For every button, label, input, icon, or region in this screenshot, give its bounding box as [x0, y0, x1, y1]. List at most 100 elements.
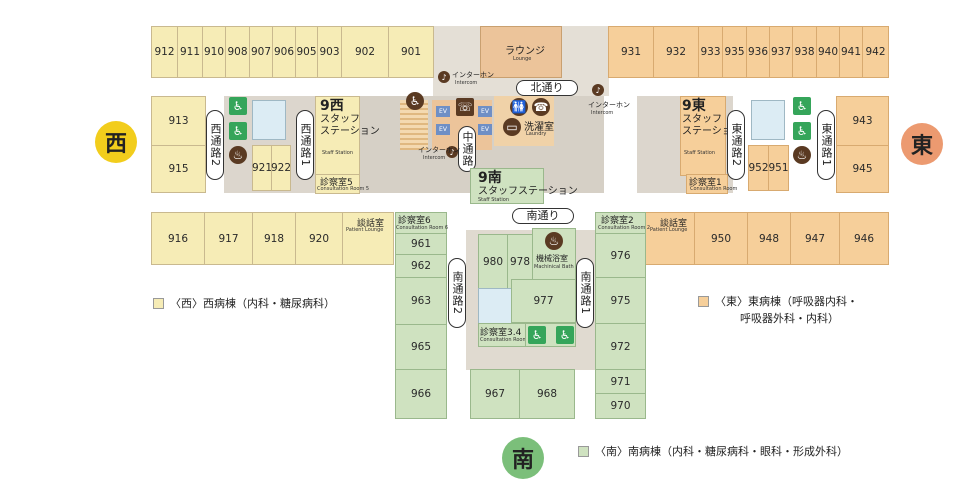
east-bath-icon: ♨: [793, 146, 811, 164]
center-corridor: 中通路: [458, 126, 476, 172]
room-912: 912: [151, 26, 178, 78]
lounge: [480, 26, 562, 78]
east-station-title: 9東: [682, 98, 706, 114]
room-968: 968: [519, 369, 575, 419]
consultation-room-2-label: 診察室2: [601, 216, 634, 226]
room-941: 941: [839, 26, 863, 78]
east-talk-room-sub: Patient Lounge: [650, 227, 688, 233]
room-932: 932: [653, 26, 699, 78]
room-975: 975: [595, 277, 646, 324]
room-921: 921: [252, 145, 272, 191]
consultation-room-5-label: 診察室5: [320, 178, 353, 188]
west-talk-room: [342, 212, 394, 265]
legend-east-line2: 呼吸器外科・内科）: [740, 312, 839, 325]
room-937: 937: [769, 26, 793, 78]
south-corridor-2: 南通路2: [448, 258, 466, 328]
legend-south: 〈南〉南病棟（内科・糖尿病科・眼科・形成外科）: [595, 445, 848, 458]
west-station-label: 9西 スタッフ ステーション: [320, 98, 380, 138]
east-corridor-1: 東通路1: [817, 110, 835, 180]
room-977: 977: [511, 279, 576, 323]
room-933: 933: [698, 26, 723, 78]
room-920: 920: [295, 212, 343, 265]
room-976: 976: [595, 233, 646, 278]
ev-1: EV: [436, 106, 450, 117]
ev-3: EV: [478, 106, 492, 117]
room-980: 980: [478, 234, 508, 289]
room-908: 908: [225, 26, 250, 78]
legend-south-swatch: [578, 446, 589, 457]
room-922: 922: [271, 145, 291, 191]
east-corridor-2: 東通路2: [727, 110, 745, 180]
room-911: 911: [177, 26, 203, 78]
restroom-icon: 🚻: [510, 98, 528, 116]
accessible-icon: ♿: [406, 92, 424, 110]
room-972: 972: [595, 323, 646, 370]
south-corridor: 南通り: [512, 208, 574, 224]
room-907: 907: [249, 26, 273, 78]
room-917: 917: [204, 212, 253, 265]
room-902: 902: [341, 26, 389, 78]
west-corridor-2: 西通路2: [206, 110, 224, 180]
west-accessible-toilet-icon: ♿: [229, 97, 247, 115]
south-utility-room: [478, 288, 512, 324]
consultation-room-1: [686, 174, 728, 194]
room-910: 910: [202, 26, 226, 78]
ev-4: EV: [478, 124, 492, 135]
room-970: 970: [595, 393, 646, 419]
room-938: 938: [792, 26, 817, 78]
public-phone-icon: ☏: [456, 98, 474, 116]
west-station-sub: Staff Station: [322, 150, 354, 156]
room-963: 963: [395, 277, 447, 325]
room-967: 967: [470, 369, 520, 419]
west-bath-icon: ♨: [229, 146, 247, 164]
phone-icon: ☎: [532, 98, 550, 116]
south-staff-station: [470, 168, 544, 204]
consultation-room-1-label: 診察室1: [689, 178, 722, 188]
east-direction-marker: 東: [901, 123, 943, 165]
legend-west-swatch: [153, 298, 164, 309]
room-950: 950: [694, 212, 748, 265]
room-966: 966: [395, 369, 447, 419]
south-direction-marker: 南: [502, 437, 544, 479]
machine-bath-label: 機械浴室: [536, 254, 568, 263]
room-947: 947: [790, 212, 840, 265]
west-talk-room-label: 談話室: [357, 219, 385, 229]
west-utility-room: [252, 100, 286, 140]
room-952: 952: [748, 145, 769, 191]
south-station-title: 9南: [478, 170, 502, 186]
room-915: 915: [151, 145, 206, 193]
east-station-sub: Staff Station: [684, 150, 716, 156]
consultation-room-5: [315, 174, 360, 194]
consultation-room-3-4-label: 診察室3.4: [480, 328, 522, 338]
consultation-room-5-sub: Consultation Room 5: [317, 186, 370, 192]
west-talk-room-sub: Patient Lounge: [346, 227, 384, 233]
ev-2: EV: [436, 124, 450, 135]
room-913: 913: [151, 96, 206, 146]
room-906: 906: [272, 26, 296, 78]
room-936: 936: [746, 26, 770, 78]
room-945: 945: [836, 145, 889, 193]
consultation-room-3-4-sub: Consultation Room 3.4: [480, 337, 537, 343]
west-station-line1: スタッフ: [320, 114, 360, 125]
east-accessible-toilet-2-icon: ♿: [793, 122, 811, 140]
west-station-line2: ステーション: [320, 126, 380, 137]
south-accessible-toilet-icon: ♿: [528, 326, 546, 344]
intercom-icon-2: ♪: [592, 84, 604, 96]
east-station-label: 9東 スタッフ ステーション: [682, 98, 742, 138]
east-station-line2: ステーション: [682, 126, 742, 137]
room-965: 965: [395, 324, 447, 370]
south-station-sub: Staff Station: [478, 197, 510, 203]
west-direction-marker: 西: [95, 121, 137, 163]
room-961: 961: [395, 233, 447, 255]
intercom-sub-3: Intercom: [423, 155, 446, 161]
intercom-label-3: インターホン: [418, 146, 460, 154]
room-948: 948: [747, 212, 791, 265]
consultation-room-6-sub: Consultation Room 6: [396, 225, 449, 231]
intercom-label-2: インターホン: [588, 101, 630, 109]
south-accessible-toilet-2-icon: ♿: [556, 326, 574, 344]
legend-east-swatch: [698, 296, 709, 307]
intercom-icon-3: ♪: [446, 146, 458, 158]
room-971: 971: [595, 369, 646, 394]
consultation-room-2-sub: Consultation Room 2: [598, 225, 651, 231]
